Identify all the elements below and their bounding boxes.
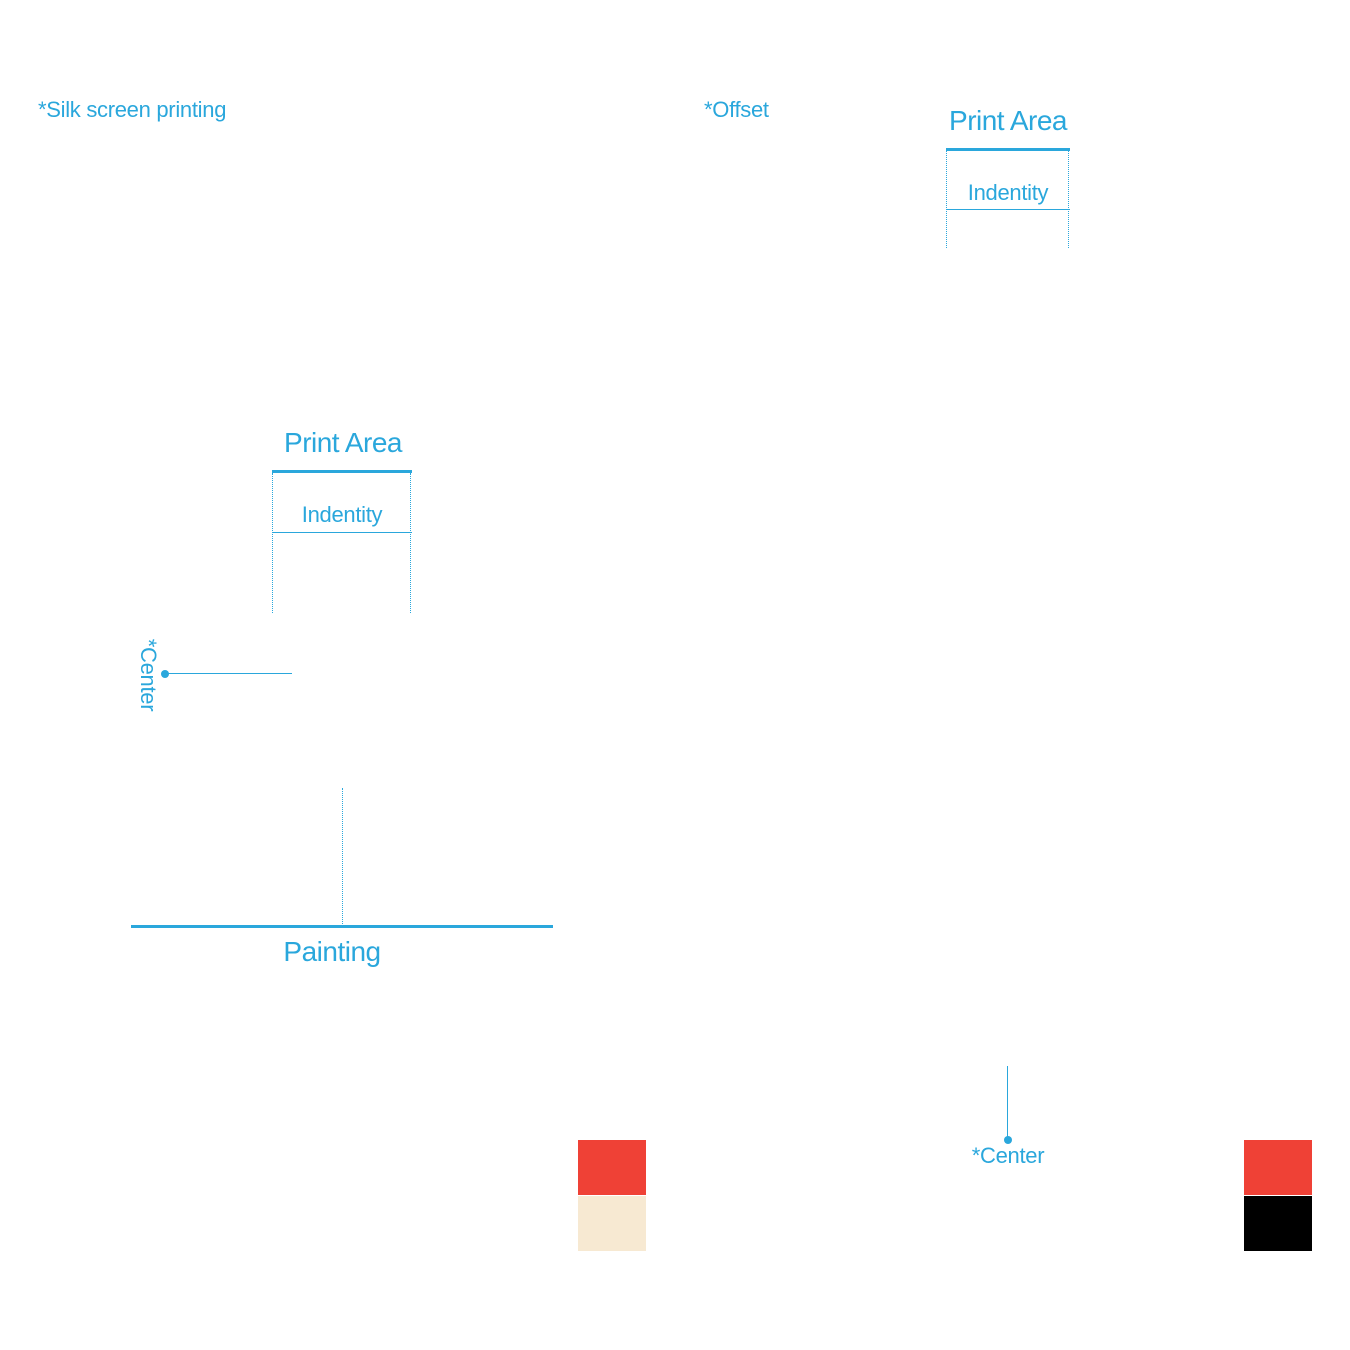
right-print-area-top-line: [946, 148, 1070, 151]
left-center-marker-line: [165, 673, 292, 674]
left-print-area-right-edge: [410, 473, 411, 613]
left-swatch-cream: [578, 1196, 646, 1251]
left-swatch-red: [578, 1140, 646, 1195]
right-print-area-right-edge: [1068, 151, 1069, 248]
right-swatch-red: [1244, 1140, 1312, 1195]
painting-label: Painting: [283, 936, 381, 967]
right-center-marker-dot: [1004, 1136, 1012, 1144]
left-print-area-top-line: [272, 470, 412, 473]
right-print-area-label: Print Area: [949, 105, 1067, 136]
right-print-area-left-edge: [946, 151, 947, 248]
left-print-area-left-edge: [272, 473, 273, 613]
left-identity-label: Indentity: [301, 502, 383, 527]
right-identity-label: Indentity: [967, 180, 1049, 205]
painting-center-guide: [342, 788, 343, 926]
left-center-label: *Center: [136, 638, 161, 712]
left-print-area-label: Print Area: [284, 427, 402, 458]
offset-title: *Offset: [704, 97, 769, 122]
right-center-label: *Center: [971, 1143, 1045, 1168]
right-identity-line: [946, 209, 1070, 210]
left-center-marker-dot: [161, 670, 169, 678]
silk-screen-title: *Silk screen printing: [38, 97, 227, 122]
left-identity-line: [272, 532, 412, 533]
right-swatch-black: [1244, 1196, 1312, 1251]
painting-baseline: [131, 925, 553, 928]
right-center-marker-line: [1007, 1066, 1008, 1138]
